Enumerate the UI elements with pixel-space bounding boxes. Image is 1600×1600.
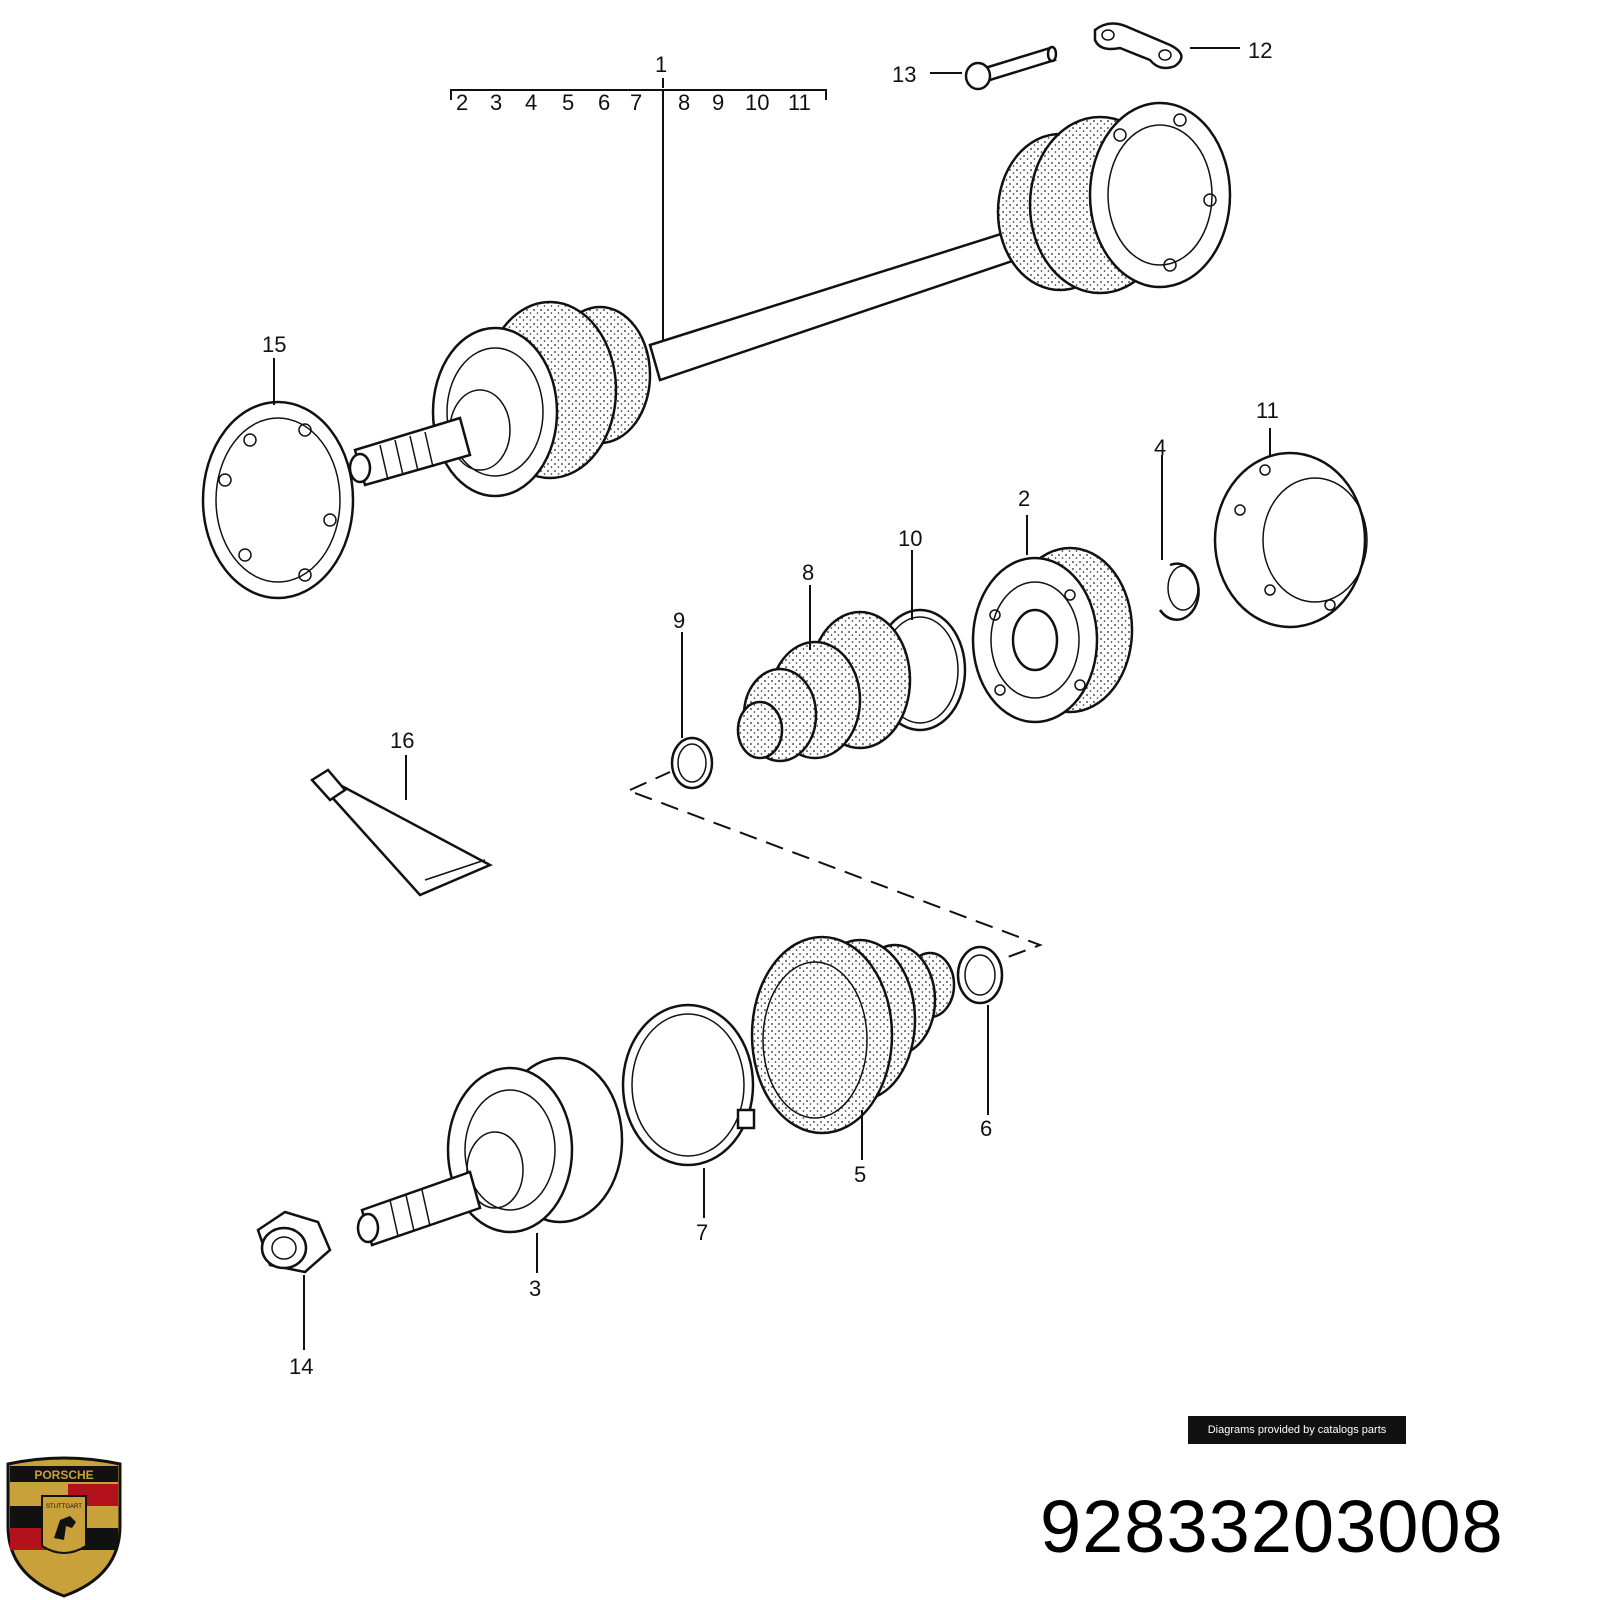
bracket-item-7: 7 bbox=[630, 90, 642, 115]
svg-text:PORSCHE: PORSCHE bbox=[34, 1468, 93, 1482]
cv-joint-3 bbox=[356, 1056, 624, 1247]
callout-11: 11 bbox=[1256, 398, 1279, 423]
plate-12 bbox=[1093, 22, 1183, 70]
callout-16: 16 bbox=[390, 728, 414, 753]
callout-10: 10 bbox=[898, 526, 922, 551]
callout-7: 7 bbox=[696, 1220, 708, 1245]
callout-labels: 1 2 3 4 5 6 7 8 9 10 11 13 12 15 11 4 2 … bbox=[262, 38, 1279, 1379]
callout-8: 8 bbox=[802, 560, 814, 585]
boot-8 bbox=[736, 610, 912, 763]
grouping-dashed-line bbox=[629, 771, 1043, 961]
clamp-6 bbox=[956, 945, 1004, 1005]
seal-11 bbox=[1213, 451, 1368, 629]
bracket-item-3: 3 bbox=[490, 90, 502, 115]
bolt-13 bbox=[964, 45, 1058, 91]
credit-label: Diagrams provided by catalogs parts bbox=[1188, 1416, 1406, 1444]
callout-1: 1 bbox=[655, 52, 667, 77]
callout-13: 13 bbox=[892, 62, 916, 87]
bracket-item-2: 2 bbox=[456, 90, 468, 115]
callout-5: 5 bbox=[854, 1162, 866, 1187]
clamp-9 bbox=[670, 736, 714, 790]
svg-text:STUTTGART: STUTTGART bbox=[46, 1504, 82, 1510]
drive-shaft-assembly bbox=[348, 101, 1232, 498]
bracket-item-8: 8 bbox=[678, 90, 690, 115]
bracket-item-11: 11 bbox=[788, 90, 811, 115]
bracket-item-6: 6 bbox=[598, 90, 610, 115]
callout-15: 15 bbox=[262, 332, 286, 357]
bracket-item-10: 10 bbox=[745, 90, 769, 115]
bracket-item-4: 4 bbox=[525, 90, 537, 115]
porsche-crest-logo: PORSCHE STUTTGART bbox=[6, 1456, 122, 1598]
grease-tube-16 bbox=[310, 768, 493, 897]
nut-14 bbox=[256, 1210, 332, 1274]
callout-9: 9 bbox=[673, 608, 685, 633]
bracket-item-9: 9 bbox=[712, 90, 724, 115]
callout-12: 12 bbox=[1248, 38, 1272, 63]
cv-joint-2 bbox=[971, 546, 1134, 724]
callout-14: 14 bbox=[289, 1354, 313, 1379]
gasket-15 bbox=[201, 400, 355, 600]
circlip-4 bbox=[1158, 562, 1200, 621]
callout-6: 6 bbox=[980, 1116, 992, 1141]
boot-5 bbox=[750, 935, 956, 1135]
callout-4: 4 bbox=[1154, 435, 1166, 460]
part-number: 92833203008 bbox=[1040, 1485, 1504, 1568]
clamp-7 bbox=[621, 1003, 756, 1167]
callout-3: 3 bbox=[529, 1276, 541, 1301]
callout-bracket bbox=[450, 78, 827, 340]
callout-2: 2 bbox=[1018, 486, 1030, 511]
bracket-item-5: 5 bbox=[562, 90, 574, 115]
